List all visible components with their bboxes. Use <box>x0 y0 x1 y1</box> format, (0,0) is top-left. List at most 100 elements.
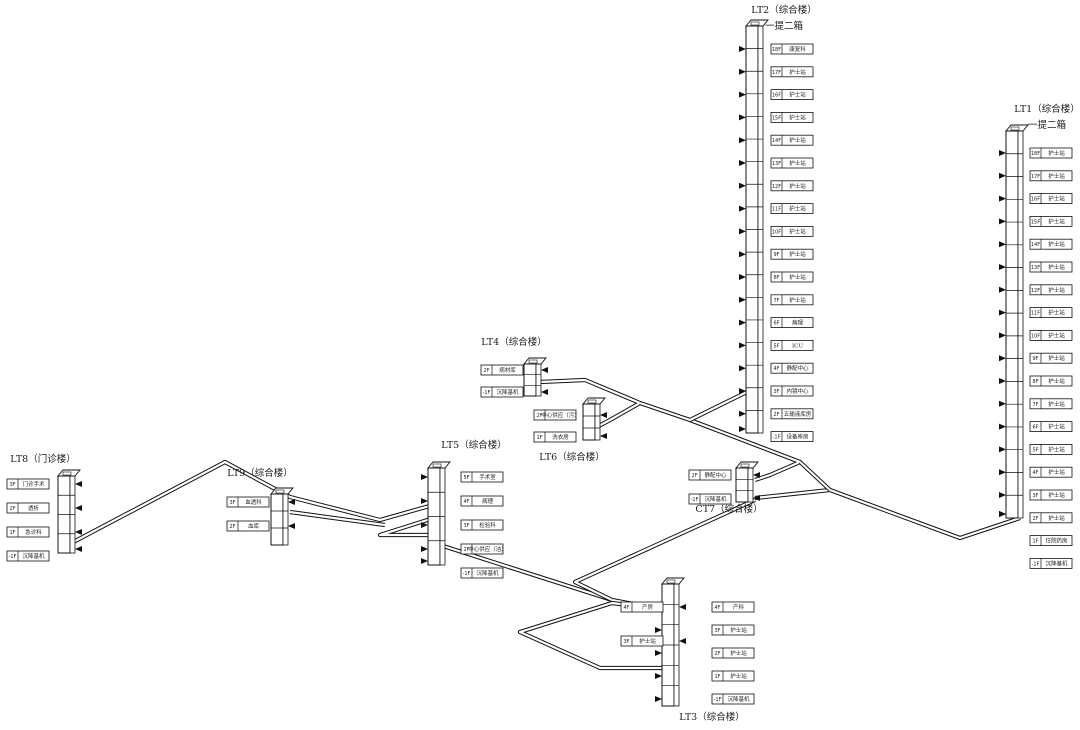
station-tag-box <box>770 180 814 192</box>
station-room: 护士站 <box>1048 354 1065 362</box>
station-room: 病理 <box>792 319 804 327</box>
station-tag-box <box>1029 170 1073 182</box>
station-room: 静配中心 <box>786 364 809 372</box>
station-marker <box>999 264 1006 270</box>
station-room: 护士站 <box>789 273 806 281</box>
station-tag-box <box>460 567 504 579</box>
station-room: 护士站 <box>639 637 656 645</box>
station-tag: 4F 产房 <box>620 601 664 613</box>
station-marker <box>999 286 1006 293</box>
station-room: 洗衣房 <box>552 433 569 441</box>
station-marker <box>753 495 760 501</box>
station-tag-box <box>770 271 814 283</box>
station-tag: 9F 护士站 <box>1029 352 1073 364</box>
pipe-route-inner <box>518 601 670 670</box>
station-floor: 2F <box>691 473 697 479</box>
station-marker <box>739 388 746 394</box>
station-room: 五输液库房 <box>784 410 812 418</box>
station-room: 产房 <box>642 603 654 611</box>
station-floor: 1F <box>1032 539 1038 545</box>
station-room: 护士站 <box>789 205 806 213</box>
station-room: 护士站 <box>1048 400 1065 408</box>
station-room: 护士站 <box>1048 514 1065 522</box>
station-room: 护士站 <box>1048 445 1065 453</box>
station-room: 护士站 <box>730 649 747 657</box>
station-floor: 2F <box>536 413 542 419</box>
station-floor: 14F <box>1031 242 1040 248</box>
station-floor: 17F <box>1031 174 1040 180</box>
station-tag-box <box>460 543 504 555</box>
station-floor: 2F <box>463 547 469 553</box>
station-marker <box>739 296 746 303</box>
station-floor: 13F <box>1031 265 1040 271</box>
station-marker <box>600 433 607 439</box>
station-tag-box <box>6 526 50 538</box>
pipe-route-inner <box>378 514 441 537</box>
pipe-network <box>61 377 1021 671</box>
station-tag-box <box>6 478 50 490</box>
station-marker <box>999 150 1006 156</box>
station-floor: 9F <box>1032 356 1038 362</box>
station-room: 沉降基机 <box>727 695 750 703</box>
station-room: 护士站 <box>1048 149 1065 157</box>
station-room: 护士站 <box>1048 423 1065 431</box>
station-tag: 17F 护士站 <box>1029 170 1073 182</box>
station-marker <box>999 332 1006 339</box>
riser-cap <box>432 463 442 468</box>
station-room: 护士站 <box>1048 240 1065 248</box>
riser-cap <box>1010 126 1020 131</box>
station-marker <box>679 638 686 644</box>
station-marker <box>999 218 1006 225</box>
riser-front <box>1005 130 1019 519</box>
riser-front <box>270 493 284 546</box>
tower-lt8 <box>57 469 82 554</box>
tower-lt5 <box>421 461 451 566</box>
station-marker <box>288 523 295 529</box>
station-floor: 2F <box>714 651 720 657</box>
station-floor: 12F <box>772 184 781 190</box>
station-floor: 15F <box>772 115 781 121</box>
station-tag-box <box>711 624 755 636</box>
station-floor: -1F <box>691 497 699 503</box>
station-marker <box>999 511 1006 517</box>
station-floor: 4F <box>773 366 779 372</box>
station-marker <box>739 342 746 349</box>
station-room: 沉降基机 <box>22 552 45 560</box>
station-tag-box <box>480 364 524 376</box>
station-marker <box>739 182 746 189</box>
station-room: 沉降基机 <box>704 495 727 503</box>
station-marker <box>999 309 1006 316</box>
station-room: 护士站 <box>1048 172 1065 180</box>
station-floor: 4F <box>623 605 629 611</box>
station-marker <box>999 195 1006 202</box>
station-marker <box>288 499 295 505</box>
station-marker <box>421 498 428 504</box>
station-marker <box>999 241 1006 248</box>
station-marker <box>999 172 1006 179</box>
station-marker <box>655 673 662 679</box>
station-marker <box>739 228 746 235</box>
station-room: 产科 <box>733 603 745 611</box>
station-room: 护士站 <box>1048 217 1065 225</box>
tower-title: LT2（综合楼） <box>751 4 816 16</box>
station-tag-box <box>770 431 814 443</box>
station-marker <box>75 546 82 552</box>
tower-title: LT4（综合楼） <box>481 336 546 348</box>
